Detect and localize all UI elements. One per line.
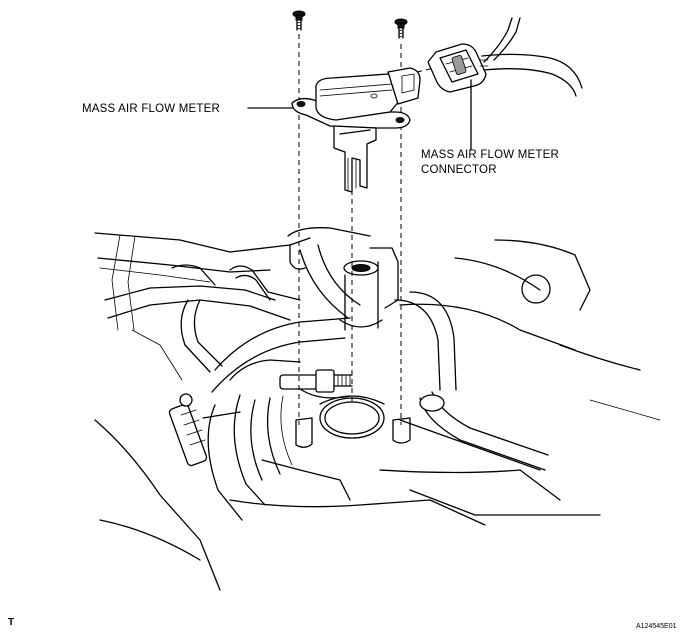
label-mass-air-flow-meter: MASS AIR FLOW METER — [82, 103, 220, 115]
corner-mark: T — [8, 617, 15, 628]
screw-left — [292, 10, 306, 31]
mass-air-flow-meter-connector — [427, 17, 583, 97]
label-mass-air-flow-meter-connector-line2: CONNECTOR — [421, 164, 497, 176]
figure-id: A124545E01 — [636, 623, 677, 630]
engine-bay-drawing — [94, 227, 661, 591]
screw-right — [394, 18, 408, 39]
mass-air-flow-meter — [291, 67, 421, 193]
label-mass-air-flow-meter-connector-line1: MASS AIR FLOW METER — [421, 149, 559, 161]
